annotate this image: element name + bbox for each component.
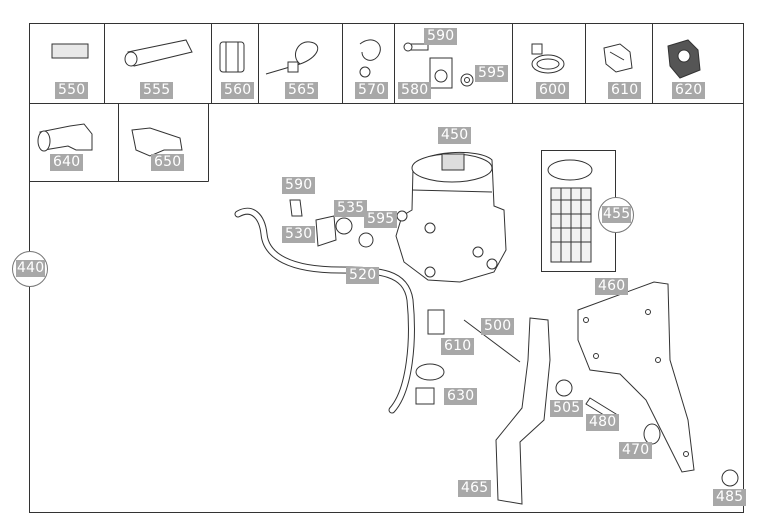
filter-housing bbox=[395, 151, 507, 283]
part-label-595-main[interactable]: 595 bbox=[364, 211, 398, 228]
part-label-595[interactable]: 595 bbox=[475, 65, 509, 82]
part-label-610-main[interactable]: 610 bbox=[441, 338, 475, 355]
part-label-620[interactable]: 620 bbox=[672, 82, 706, 99]
washer bbox=[335, 217, 353, 235]
part-label-610[interactable]: 610 bbox=[608, 82, 642, 99]
part-label-450[interactable]: 450 bbox=[438, 127, 472, 144]
clip-icon bbox=[219, 41, 245, 73]
part-label-500[interactable]: 500 bbox=[481, 318, 515, 335]
spacer-470 bbox=[643, 423, 661, 445]
bolt bbox=[289, 199, 303, 217]
part-label-570[interactable]: 570 bbox=[355, 82, 389, 99]
spacer-505 bbox=[555, 379, 573, 397]
part-label-650[interactable]: 650 bbox=[151, 154, 185, 171]
part-callout-455[interactable]: 455 bbox=[598, 197, 634, 233]
part-label-460[interactable]: 460 bbox=[595, 278, 629, 295]
part-label-580[interactable]: 580 bbox=[398, 82, 432, 99]
parts-grid bbox=[29, 23, 744, 182]
part-label-440: 440 bbox=[16, 260, 46, 277]
bracket-plate bbox=[315, 215, 337, 247]
sleeve-icon bbox=[127, 39, 193, 67]
part-label-465[interactable]: 465 bbox=[458, 480, 492, 497]
part-label-600[interactable]: 600 bbox=[536, 82, 570, 99]
part-label-590-main[interactable]: 590 bbox=[282, 177, 316, 194]
part-label-485[interactable]: 485 bbox=[713, 489, 747, 506]
part-label-535[interactable]: 535 bbox=[334, 200, 368, 217]
part-label-480[interactable]: 480 bbox=[586, 414, 620, 431]
header-part-icons bbox=[37, 39, 701, 157]
part-label-505[interactable]: 505 bbox=[550, 400, 584, 417]
part-label-520[interactable]: 520 bbox=[346, 267, 380, 284]
part-label-630[interactable]: 630 bbox=[444, 388, 478, 405]
part-label-565[interactable]: 565 bbox=[285, 82, 319, 99]
part-label-590[interactable]: 590 bbox=[424, 28, 458, 45]
elbow-fitting-icon bbox=[39, 123, 93, 151]
mounting-brackets bbox=[495, 281, 695, 505]
part-callout-440[interactable]: 440 bbox=[12, 251, 48, 287]
part-label-555[interactable]: 555 bbox=[140, 82, 174, 99]
nut bbox=[358, 232, 374, 248]
part-label-470[interactable]: 470 bbox=[619, 442, 653, 459]
part-label-560[interactable]: 560 bbox=[221, 82, 255, 99]
fitting-icon bbox=[603, 43, 633, 73]
hose-icon bbox=[51, 43, 89, 59]
part-label-530[interactable]: 530 bbox=[282, 226, 316, 243]
nut-485 bbox=[721, 469, 739, 487]
bolt-500 bbox=[463, 319, 521, 363]
fitting-610 bbox=[427, 309, 445, 335]
part-label-640[interactable]: 640 bbox=[50, 154, 84, 171]
part-label-455: 455 bbox=[602, 206, 632, 223]
cable-tie-icon bbox=[265, 41, 319, 75]
clamp-630 bbox=[415, 363, 445, 381]
reducer-icon bbox=[131, 127, 183, 157]
part-label-550[interactable]: 550 bbox=[55, 82, 89, 99]
clamp-icon bbox=[359, 39, 381, 61]
